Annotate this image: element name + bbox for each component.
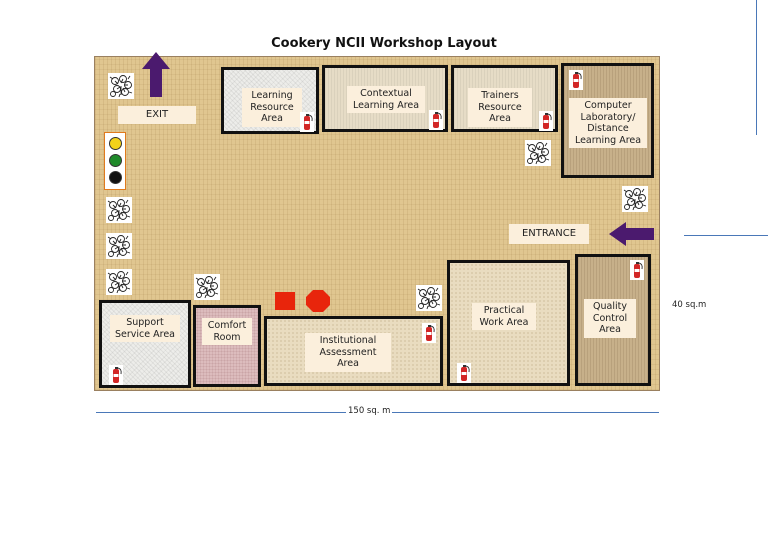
practical-work-label: Practical Work Area bbox=[472, 303, 536, 330]
support-service-area: Support Service Area bbox=[99, 300, 191, 388]
fire-extinguisher-icon bbox=[300, 112, 314, 132]
quality-control-area: Quality Control Area bbox=[575, 254, 651, 386]
height-dimension-label: 40 sq.m bbox=[670, 300, 709, 310]
practical-work-area: Practical Work Area bbox=[447, 260, 570, 386]
fire-extinguisher-icon bbox=[422, 323, 436, 343]
yellow-light-icon bbox=[109, 137, 122, 150]
fire-extinguisher-icon bbox=[429, 110, 443, 130]
entrance-arrow-icon bbox=[609, 222, 654, 246]
comfort-room-area: Comfort Room bbox=[193, 305, 261, 387]
right-edge-line bbox=[756, 0, 757, 135]
black-light-icon bbox=[109, 171, 122, 184]
exit-label: EXIT bbox=[118, 106, 196, 124]
plant-icon bbox=[108, 73, 134, 99]
fire-extinguisher-icon bbox=[569, 70, 583, 90]
right-guide-line bbox=[684, 235, 768, 236]
plant-icon bbox=[106, 197, 132, 223]
exit-arrow-icon bbox=[142, 52, 170, 97]
plant-icon bbox=[416, 285, 442, 311]
contextual-learning-label: Contextual Learning Area bbox=[347, 86, 425, 113]
fire-extinguisher-icon bbox=[539, 111, 553, 131]
trainers-resource-area: Trainers Resource Area bbox=[451, 65, 558, 132]
quality-control-label: Quality Control Area bbox=[584, 299, 636, 338]
fire-extinguisher-icon bbox=[457, 363, 471, 383]
plant-icon bbox=[194, 274, 220, 300]
institutional-assessment-area: Institutional Assessment Area bbox=[264, 316, 443, 386]
red-square-marker bbox=[275, 292, 295, 310]
support-service-label: Support Service Area bbox=[110, 315, 180, 342]
width-dimension-label: 150 sq. m bbox=[346, 406, 393, 416]
contextual-learning-area: Contextual Learning Area bbox=[322, 65, 448, 132]
green-light-icon bbox=[109, 154, 122, 167]
fire-extinguisher-icon bbox=[630, 260, 644, 280]
plant-icon bbox=[525, 140, 551, 166]
institutional-assessment-label: Institutional Assessment Area bbox=[305, 333, 391, 372]
fire-extinguisher-icon bbox=[109, 365, 123, 385]
learning-resource-label: Learning Resource Area bbox=[242, 88, 302, 127]
plant-icon bbox=[106, 233, 132, 259]
comfort-room-label: Comfort Room bbox=[202, 318, 252, 345]
computer-lab-label: Computer Laboratory/ Distance Learning A… bbox=[569, 98, 647, 148]
trainers-resource-label: Trainers Resource Area bbox=[468, 88, 532, 127]
entrance-label: ENTRANCE bbox=[509, 224, 589, 244]
plant-icon bbox=[106, 269, 132, 295]
traffic-light bbox=[104, 132, 126, 190]
plant-icon bbox=[622, 186, 648, 212]
learning-resource-area: Learning Resource Area bbox=[221, 67, 319, 134]
red-octagon-marker bbox=[306, 290, 330, 312]
layout-title: Cookery NCII Workshop Layout bbox=[271, 36, 497, 51]
computer-lab-area: Computer Laboratory/ Distance Learning A… bbox=[561, 63, 654, 178]
